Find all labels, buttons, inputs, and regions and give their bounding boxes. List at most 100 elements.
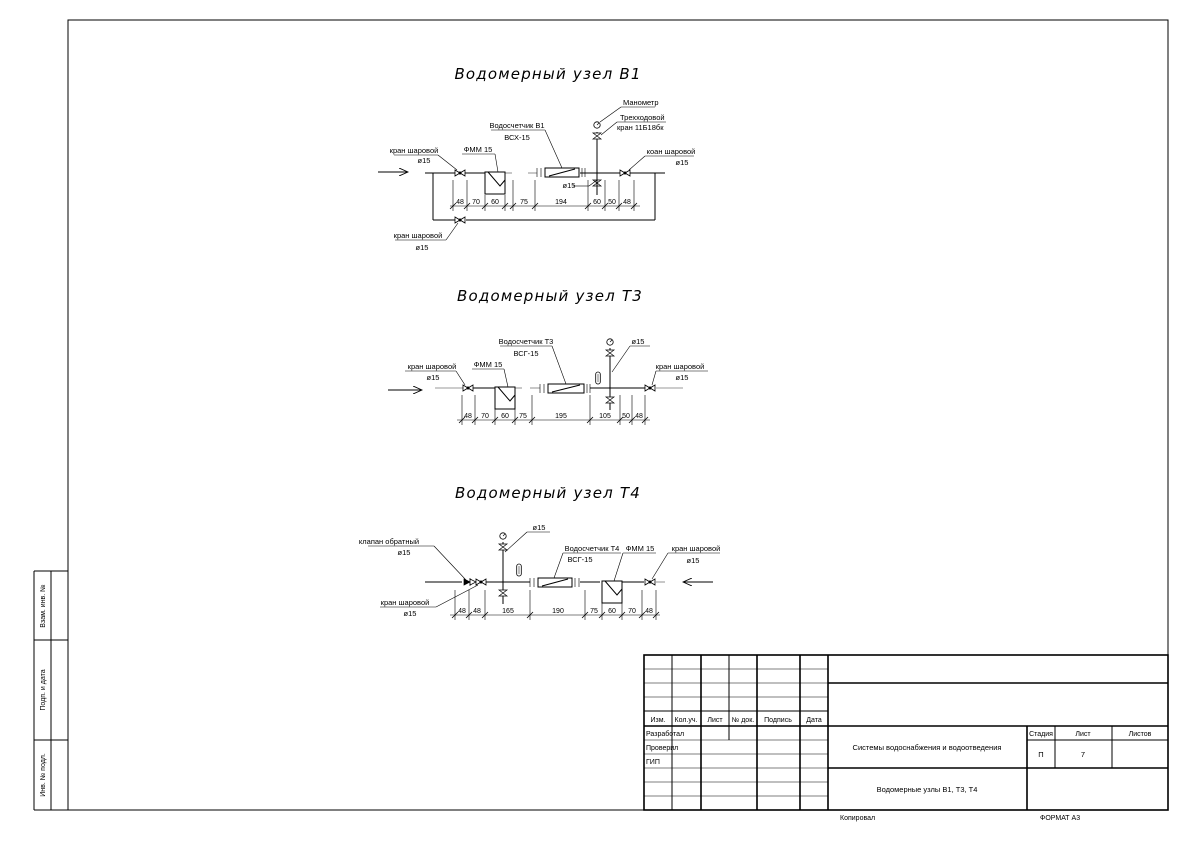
filter-fmm-icon — [484, 171, 506, 195]
label-ball-left-2: ø15 — [427, 373, 440, 382]
dim-value: 50 — [608, 199, 616, 206]
label-ball-right-2: ø15 — [676, 373, 689, 382]
label-ball-bypass-2: ø15 — [416, 243, 429, 252]
diagram-t3-title: Водомерный узел Т3 — [457, 287, 643, 305]
label-ball-left-2: ø15 — [404, 609, 417, 618]
dim-value: 48 — [456, 199, 464, 206]
tb-header: Лист — [707, 717, 723, 724]
dimension-chain: 48 70 60 75 194 60 50 48 — [449, 180, 640, 211]
title-block: Изм. Кол.уч. Лист № док. Подпись Дата Ра… — [643, 654, 1169, 811]
ball-valve-icon — [644, 384, 656, 392]
tb-copied: Копировал — [840, 815, 875, 822]
label-ball-bypass-1: кран шаровой — [394, 231, 443, 240]
dim-value: 48 — [473, 608, 481, 615]
dim-value: 48 — [623, 199, 631, 206]
manometer-icon — [593, 121, 601, 129]
ball-valve-icon — [454, 169, 466, 177]
dimension-chain: 48 70 60 75 195 105 50 48 — [457, 395, 650, 425]
label-meter-2: ВСХ-15 — [504, 133, 530, 142]
dim-value: 75 — [590, 608, 598, 615]
label-check-valve-1: клапан обратный — [359, 537, 419, 546]
label-ball-left-1: кран шаровой — [408, 362, 457, 371]
three-way-valve-icon — [591, 132, 603, 140]
tb-stage-label: Стадия — [1029, 731, 1053, 738]
dim-value: 60 — [593, 199, 601, 206]
tb-role: Разработал — [646, 730, 684, 738]
sheet-frame — [33, 19, 1169, 811]
dim-value: 165 — [502, 608, 514, 615]
label-ball-left-1: кран шаровой — [390, 146, 439, 155]
dim-value: 48 — [464, 413, 472, 420]
side-stamp-inv: Инв. № подл. — [40, 753, 47, 797]
dim-value: 60 — [608, 608, 616, 615]
label-ball-right-1: коан шаровой — [647, 147, 696, 156]
tb-header: Кол.уч. — [675, 717, 698, 724]
tb-role: Проверил — [646, 745, 678, 752]
diagram-b1: Водомерный узел В1 — [378, 65, 695, 252]
label-ball-right-2: ø15 — [676, 158, 689, 167]
dim-value: 60 — [501, 413, 509, 420]
dim-value: 70 — [472, 199, 480, 206]
diagram-t4-title: Водомерный узел Т4 — [455, 484, 641, 502]
dim-value: 48 — [645, 608, 653, 615]
label-ball-left-1: кран шаровой — [381, 598, 430, 607]
label-meter-1: Водосчетчик Т3 — [499, 337, 554, 346]
label-fmm: ФММ 15 — [474, 360, 503, 369]
manometer-icon — [606, 338, 614, 346]
ball-valve-icon — [454, 216, 466, 224]
tb-header: Изм. — [651, 717, 666, 724]
dim-value: 48 — [635, 413, 643, 420]
dim-value: 190 — [552, 608, 564, 615]
label-d15: ø15 — [533, 523, 546, 532]
label-ball-left-2: ø15 — [418, 156, 431, 165]
label-fmm: ФММ 15 — [464, 145, 493, 154]
label-d15: ø15 — [632, 337, 645, 346]
diagram-t4: Водомерный узел Т4 — [359, 484, 720, 620]
tb-sheet-value: 7 — [1081, 750, 1085, 759]
label-meter-1: Водосчетчик В1 — [489, 121, 544, 130]
dim-value: 50 — [622, 413, 630, 420]
three-way-valve-icon — [497, 543, 509, 551]
label-meter-1: Водосчетчик Т4 — [565, 544, 620, 553]
label-ball-right-2: ø15 — [687, 556, 700, 565]
tb-sheets-label: Листов — [1129, 731, 1152, 738]
label-valve3-2: кран 11Б18бк — [617, 123, 664, 132]
dim-value: 75 — [519, 413, 527, 420]
water-meter-icon — [529, 577, 580, 588]
label-ball-right-1: кран шаровой — [656, 362, 705, 371]
label-d15: ø15 — [563, 181, 576, 190]
dimension-chain: 48 48 165 190 75 60 70 48 — [450, 590, 660, 620]
side-stamp-podp: Подп. и дата — [40, 669, 47, 710]
dim-value: 70 — [628, 608, 636, 615]
dim-value: 105 — [599, 413, 611, 420]
dim-value: 75 — [520, 199, 528, 206]
dim-value: 70 — [481, 413, 489, 420]
three-way-valve-icon — [604, 349, 616, 357]
label-valve3-1: Трехходовой — [620, 113, 665, 122]
filter-fmm-icon — [601, 580, 623, 604]
tb-sheet-title: Водомерные узлы В1, Т3, Т4 — [877, 785, 978, 794]
tb-sheet-label: Лист — [1075, 731, 1091, 738]
tb-header: № док. — [732, 717, 754, 724]
diagram-b1-title: Водомерный узел В1 — [454, 65, 641, 83]
check-valve-icon — [463, 578, 477, 586]
tb-header: Подпись — [764, 717, 792, 724]
dim-value: 60 — [491, 199, 499, 206]
ball-valve-icon — [462, 384, 474, 392]
label-manometer: Манометр — [623, 98, 659, 107]
tb-role: ГИП — [646, 759, 660, 766]
ball-valve-icon — [644, 578, 656, 586]
label-meter-2: ВСГ-15 — [513, 349, 538, 358]
label-meter-2: ВСГ-15 — [567, 555, 592, 564]
label-check-valve-2: ø15 — [398, 548, 411, 557]
tb-format: ФОРМАТ А3 — [1040, 815, 1080, 822]
ball-valve-icon — [475, 578, 487, 586]
tb-system-name: Системы водоснабжения и водоотведения — [853, 743, 1002, 752]
dim-value: 195 — [555, 413, 567, 420]
manometer-icon — [499, 532, 507, 540]
side-stamp-zam: Взам. инв. № — [40, 584, 47, 627]
filter-fmm-icon — [494, 386, 516, 410]
dim-value: 48 — [458, 608, 466, 615]
thermometer-icon — [595, 371, 601, 385]
